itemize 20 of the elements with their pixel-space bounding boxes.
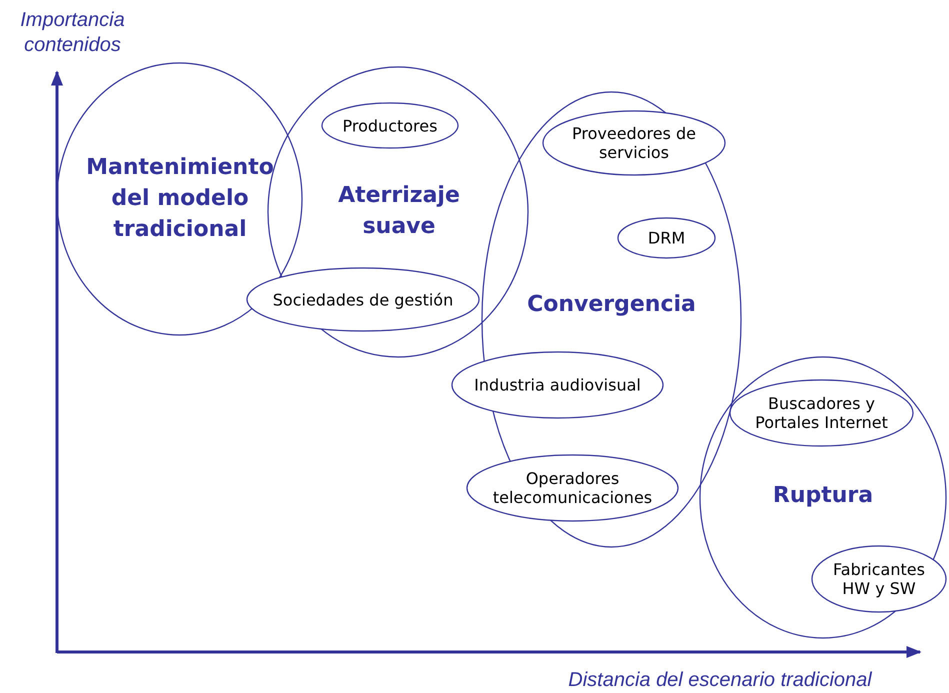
actor-label: Fabricantes HW y SW [832,560,926,598]
group-title: Mantenimiento del modelo tradicional [85,154,275,244]
actor-label: DRM [646,228,686,248]
group-title: Convergencia [526,291,697,319]
group-ellipse [700,357,946,638]
actor-label: Proveedores de servicios [571,124,697,162]
actor-label: Operadores telecomunicaciones [492,468,654,508]
actor-label: Buscadores y Portales Internet [754,394,889,432]
actor-ellipse [452,352,663,418]
actor-ellipse [247,268,479,331]
actor-label: Productores [342,116,438,136]
actor-ellipse [322,103,458,148]
actor-label: Industria audiovisual [473,375,642,395]
group-title: Aterrizaje suave [337,182,461,241]
group-title: Ruptura [772,482,874,510]
actor-label: Sociedades de gestión [272,290,454,310]
actor-ellipse [467,455,678,521]
actor-ellipse [618,218,715,258]
axis-label: Importancia contenidos [19,8,126,58]
axis-label: Distancia del escenario tradicional [567,668,874,693]
